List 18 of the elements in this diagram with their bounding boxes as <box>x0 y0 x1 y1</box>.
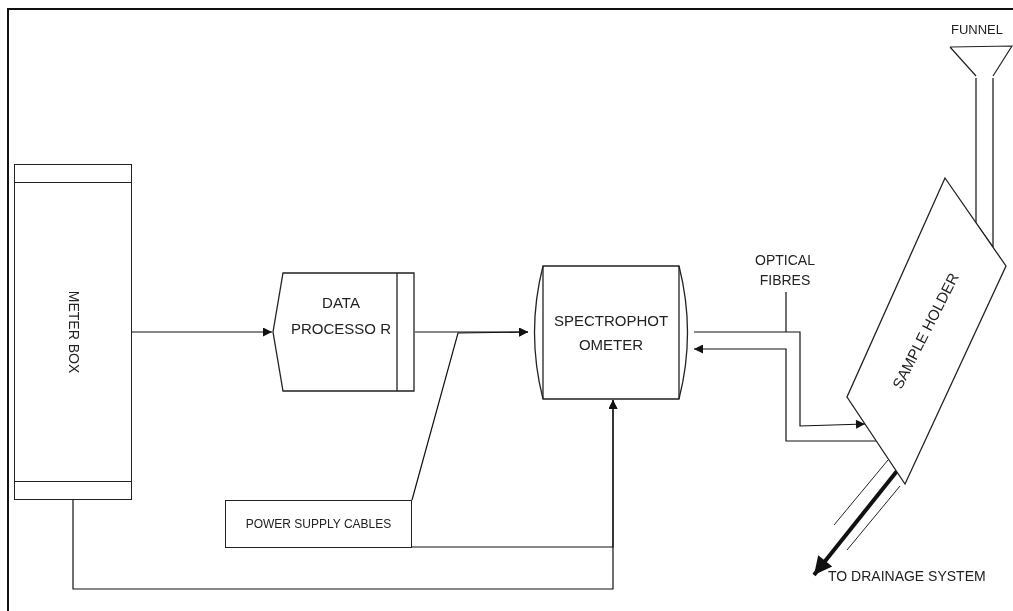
node-label: METER BOX <box>64 290 83 374</box>
arrow <box>411 327 529 501</box>
arrow <box>812 469 899 577</box>
node-label: TO DRAINAGE SYSTEM <box>828 567 986 586</box>
node-label: POWER SUPPLY CABLES <box>245 516 392 533</box>
node-label: SPECTROPHOT OMETER <box>552 311 670 355</box>
processor-block <box>272 272 415 392</box>
arrow <box>131 327 273 337</box>
arrow <box>693 344 877 442</box>
process-box <box>225 500 412 548</box>
node-label: DATA PROCESSO R <box>290 293 392 339</box>
arrow <box>693 331 866 429</box>
node-label: OPTICAL FIBRES <box>754 251 816 290</box>
node-label: FUNNEL <box>951 21 1003 39</box>
sample-holder-block <box>845 176 1008 486</box>
meter-box <box>14 164 132 500</box>
arrow <box>72 399 618 590</box>
leader-line <box>785 291 787 333</box>
